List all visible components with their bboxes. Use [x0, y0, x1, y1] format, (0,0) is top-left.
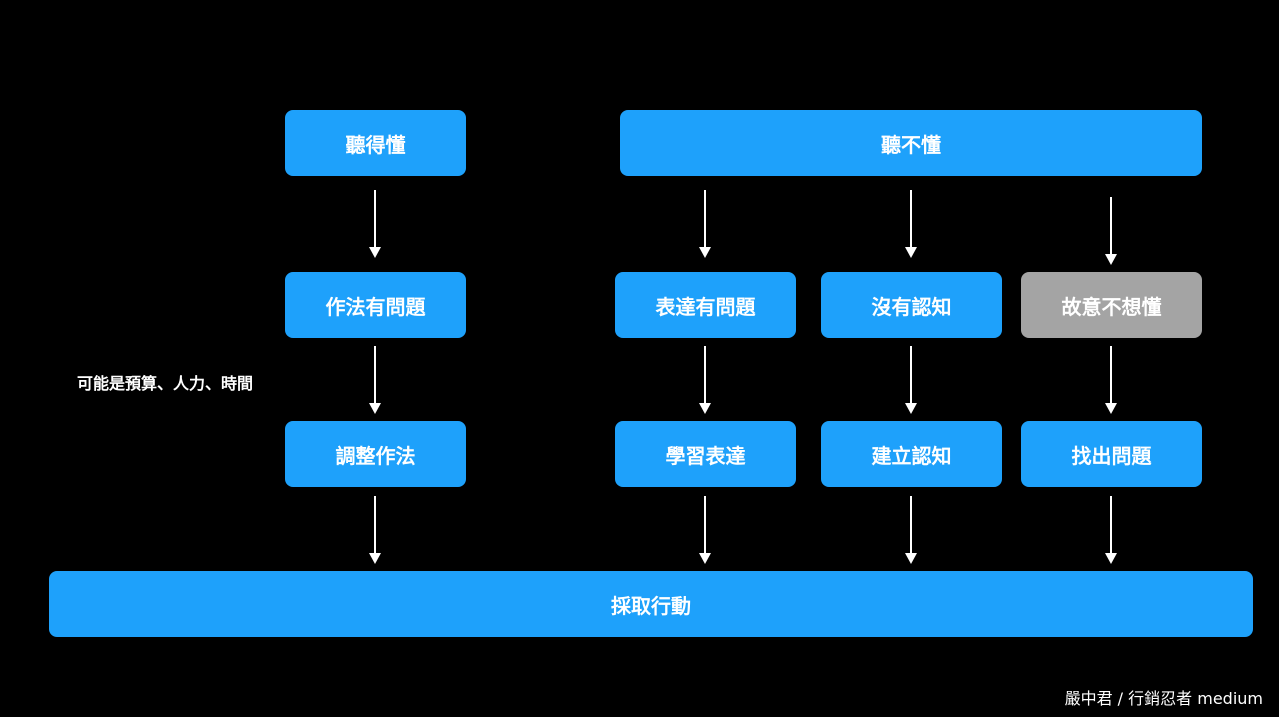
arrow-adjust-to-action	[369, 496, 381, 564]
node-not-understand: 聽不懂	[620, 110, 1202, 176]
arrow-not-understand-to-deliberate	[1105, 197, 1117, 265]
arrow-learn-to-action	[699, 496, 711, 564]
credit-text: 嚴中君 / 行銷忍者 medium	[1064, 689, 1263, 708]
arrow-method-to-adjust	[369, 346, 381, 414]
annotation-note: 可能是預算、人力、時間	[77, 374, 254, 393]
node-expression-problem: 表達有問題	[615, 272, 796, 338]
arrow-not-understand-to-expression	[699, 190, 711, 258]
node-adjust-method: 調整作法	[285, 421, 466, 487]
node-take-action: 採取行動	[49, 571, 1253, 637]
node-deliberately-not: 故意不想懂	[1021, 272, 1202, 338]
node-find-problem: 找出問題	[1021, 421, 1202, 487]
node-build-awareness: 建立認知	[821, 421, 1002, 487]
arrow-build-to-action	[905, 496, 917, 564]
node-method-problem: 作法有問題	[285, 272, 466, 338]
arrow-deliberate-to-find	[1105, 346, 1117, 414]
node-no-awareness: 沒有認知	[821, 272, 1002, 338]
node-learn-expression: 學習表達	[615, 421, 796, 487]
arrow-understand-to-method	[369, 190, 381, 258]
arrow-find-to-action	[1105, 496, 1117, 564]
node-understand: 聽得懂	[285, 110, 466, 176]
arrow-awareness-to-build	[905, 346, 917, 414]
arrow-expression-to-learn	[699, 346, 711, 414]
arrow-not-understand-to-awareness	[905, 190, 917, 258]
